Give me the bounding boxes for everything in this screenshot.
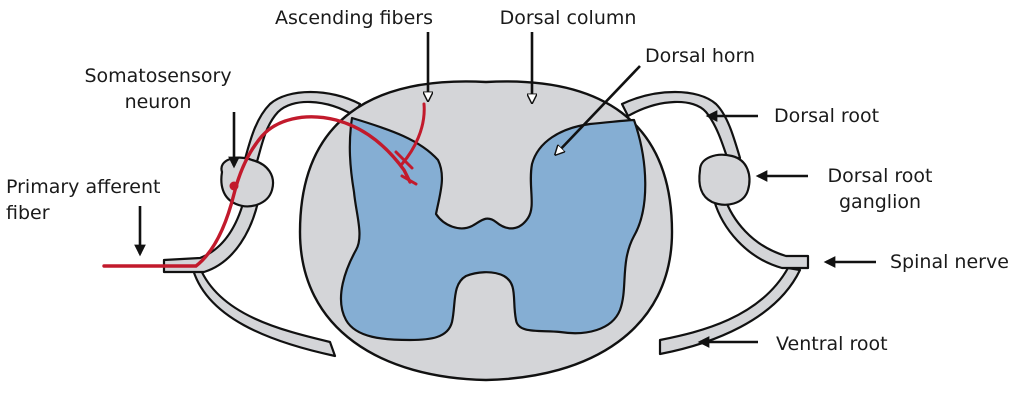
label-spinal-nerve: Spinal nerve — [890, 251, 1009, 273]
label-dorsal-root-ganglion-line2: ganglion — [839, 191, 921, 213]
left-nerve-trunk — [164, 200, 258, 272]
left-dorsal-root-ganglion — [221, 158, 273, 207]
label-dorsal-root: Dorsal root — [774, 105, 879, 127]
label-primary-afferent-line1: Primary afferent — [6, 176, 160, 198]
label-somatosensory-line2: neuron — [125, 91, 192, 113]
label-ascending-fibers: Ascending fibers — [275, 7, 433, 29]
label-somatosensory-line1: Somatosensory — [84, 65, 231, 87]
neuron-cell-body — [230, 182, 239, 191]
label-dorsal-root-ganglion-line1: Dorsal root — [827, 165, 932, 187]
label-ventral-root: Ventral root — [776, 333, 888, 355]
label-primary-afferent-line2: fiber — [6, 202, 50, 224]
label-dorsal-column: Dorsal column — [500, 7, 637, 29]
label-dorsal-horn: Dorsal horn — [645, 45, 755, 67]
right-dorsal-root-ganglion — [699, 155, 749, 205]
right-nerve-trunk — [714, 196, 808, 268]
